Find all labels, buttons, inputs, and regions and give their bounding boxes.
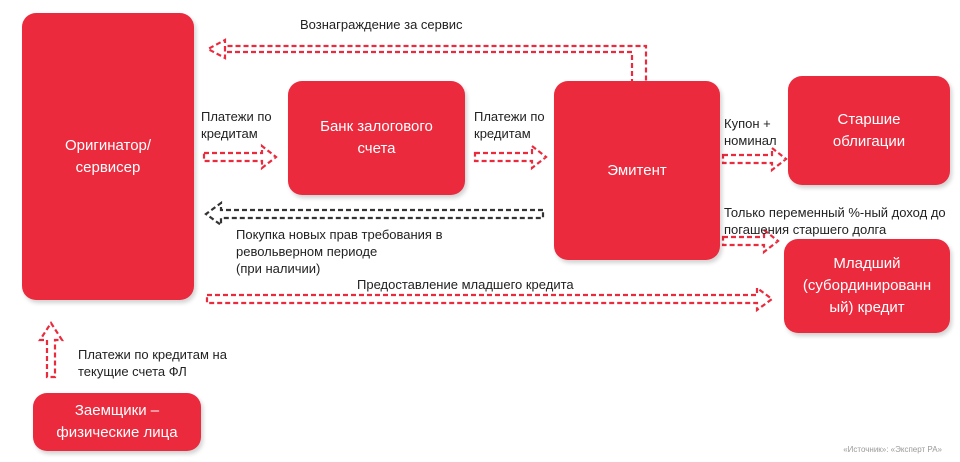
service-fee-arrow — [205, 38, 648, 86]
variable-income-label: Только переменный %-ный доход до погашен… — [724, 205, 946, 237]
junior-loan-box: Младший (субординированн ый) кредит — [784, 239, 950, 333]
junior-loan-label: Предоставление младшего кредита — [357, 277, 574, 292]
coupon-arrow — [721, 145, 788, 173]
new-claims-label: Покупка новых прав требования в револьве… — [236, 227, 443, 276]
payments-label-2: Платежи по кредитам — [474, 109, 545, 141]
junior-loan-arrow — [205, 285, 774, 313]
payments-to-bank-arrow — [202, 143, 278, 171]
service-fee-label: Вознаграждение за сервис — [300, 17, 463, 32]
originator-servicer-box: Оригинатор/ сервисер — [22, 13, 194, 300]
variable-income-arrow — [721, 227, 780, 255]
source-note: «Источник»: «Эксперт РА» — [843, 445, 942, 454]
borrower-payments-label: Платежи по кредитам на текущие счета ФЛ — [78, 347, 227, 379]
senior-bonds-box: Старшие облигации — [788, 76, 950, 185]
payments-label-1: Платежи по кредитам — [201, 109, 272, 141]
issuer-box: Эмитент — [554, 81, 720, 260]
payments-to-issuer-arrow — [473, 143, 548, 171]
coupon-label: Купон + номинал — [724, 116, 777, 148]
escrow-bank-box: Банк залогового счета — [288, 81, 465, 195]
new-claims-arrow — [204, 200, 545, 228]
borrower-payments-arrow — [37, 320, 65, 379]
borrowers-box: Заемщики – физические лица — [33, 393, 201, 451]
